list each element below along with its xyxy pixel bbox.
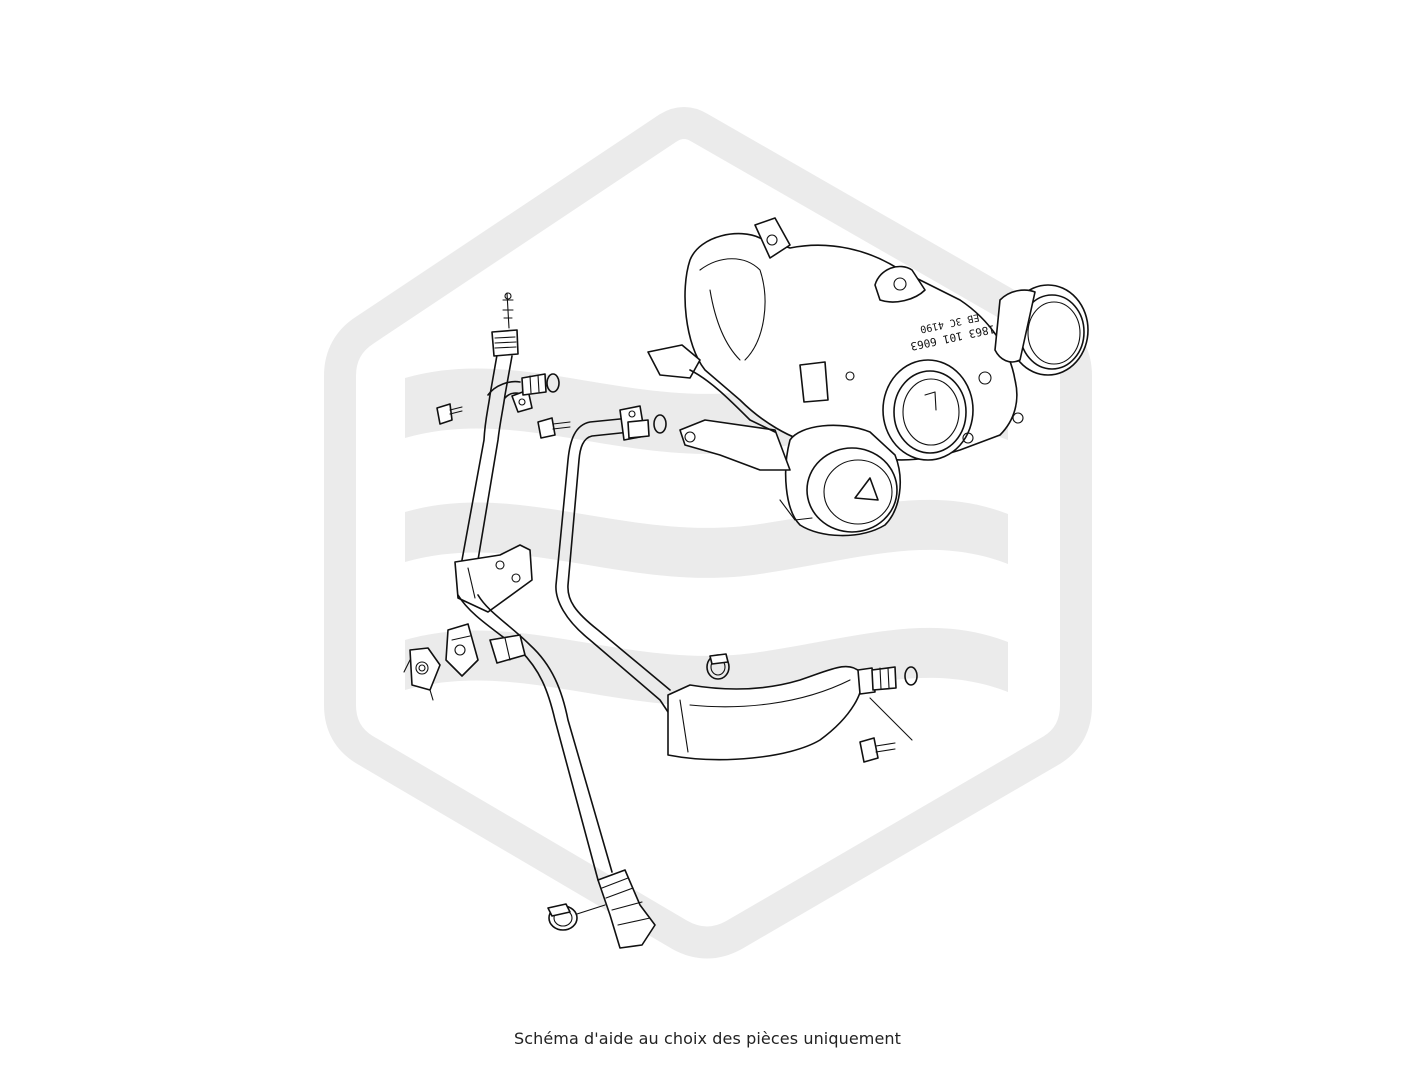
oil-feed-pipe	[454, 292, 560, 613]
oil-return-pipe	[537, 405, 671, 713]
clip-bracket-left-icon	[403, 647, 441, 701]
lower-hose	[667, 665, 918, 763]
diagram-caption: Schéma d'aide au choix des pièces unique…	[513, 1029, 902, 1048]
hose-clamp-upper-icon	[706, 653, 730, 680]
turbocharger: 1863 101 6063 EB 3C 4190	[647, 217, 1089, 537]
hose-clamp-lower-icon	[547, 903, 606, 931]
long-lower-pipe	[457, 594, 656, 949]
bolt-left-icon	[436, 403, 463, 425]
clip-bracket-right-icon	[445, 623, 479, 677]
